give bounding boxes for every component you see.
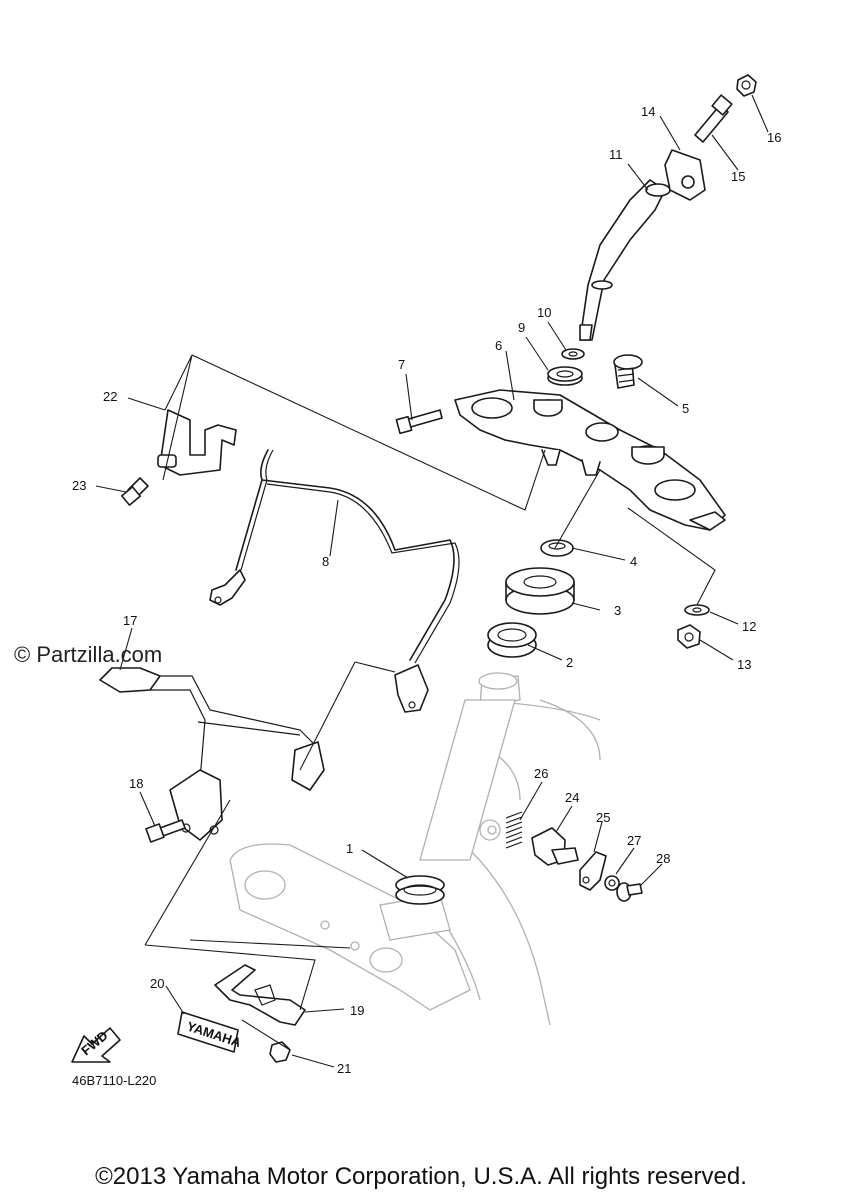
callout-numbers: 1 2 3 4 5 6 7 8 9 10 11 12 13 14 15 16 1… bbox=[72, 104, 781, 1076]
callout-4: 4 bbox=[630, 554, 637, 569]
callout-10: 10 bbox=[537, 305, 551, 320]
washer-10 bbox=[561, 348, 585, 360]
copyright: ©2013 Yamaha Motor Corporation, U.S.A. A… bbox=[95, 1163, 747, 1190]
washer-9 bbox=[547, 366, 583, 386]
spring-26 bbox=[505, 811, 523, 849]
callout-9: 9 bbox=[518, 320, 525, 335]
callout-18: 18 bbox=[129, 776, 143, 791]
diagram-code: 46B7110-L220 bbox=[72, 1073, 157, 1088]
bearing-race-3 bbox=[505, 567, 575, 615]
cable-8 bbox=[209, 449, 460, 713]
bracket-22 bbox=[157, 409, 237, 476]
screw-28 bbox=[616, 882, 643, 902]
bolt-5 bbox=[613, 354, 643, 389]
detent-24 bbox=[531, 827, 579, 866]
upper-bracket bbox=[454, 389, 726, 531]
callout-24: 24 bbox=[565, 790, 579, 805]
callout-15: 15 bbox=[731, 169, 745, 184]
washer-27 bbox=[604, 875, 620, 891]
screw-21 bbox=[269, 1041, 291, 1063]
callout-22: 22 bbox=[103, 389, 117, 404]
callout-20: 20 bbox=[150, 976, 164, 991]
callout-28: 28 bbox=[656, 851, 670, 866]
callout-7: 7 bbox=[398, 357, 405, 372]
callout-14: 14 bbox=[641, 104, 655, 119]
callout-16: 16 bbox=[767, 130, 781, 145]
stay-17 bbox=[99, 667, 325, 841]
lower-bearing bbox=[395, 875, 445, 905]
handlebar-riser-11 bbox=[579, 179, 671, 341]
fwd-arrow-icon: FWD bbox=[71, 1027, 121, 1063]
callout-23: 23 bbox=[72, 478, 86, 493]
callout-leaders bbox=[95, 94, 769, 1068]
screw-23 bbox=[120, 477, 149, 506]
ring-nut-4 bbox=[540, 539, 574, 557]
callout-21: 21 bbox=[337, 1061, 351, 1076]
watermark: © Partzilla.com bbox=[14, 642, 163, 667]
label-20: YAMAHA bbox=[177, 1011, 243, 1053]
clamp-14 bbox=[664, 149, 706, 201]
callout-5: 5 bbox=[682, 401, 689, 416]
bolt-15 bbox=[694, 94, 733, 143]
callout-13: 13 bbox=[737, 657, 751, 672]
callout-8: 8 bbox=[322, 554, 329, 569]
callout-25: 25 bbox=[596, 810, 610, 825]
callout-12: 12 bbox=[742, 619, 756, 634]
nut-13 bbox=[677, 624, 701, 649]
nut-16 bbox=[736, 74, 757, 97]
callout-26: 26 bbox=[534, 766, 548, 781]
callout-1: 1 bbox=[346, 841, 353, 856]
callout-6: 6 bbox=[495, 338, 502, 353]
bolt-7 bbox=[395, 409, 443, 435]
callout-27: 27 bbox=[627, 833, 641, 848]
bearing-2 bbox=[487, 622, 537, 658]
callout-3: 3 bbox=[614, 603, 621, 618]
steering-stem bbox=[229, 672, 521, 1011]
callout-11: 11 bbox=[609, 147, 623, 162]
bracket-19 bbox=[214, 964, 306, 1026]
callout-17: 17 bbox=[123, 613, 137, 628]
washer-12 bbox=[684, 604, 710, 616]
callout-2: 2 bbox=[566, 655, 573, 670]
callout-19: 19 bbox=[350, 1003, 364, 1018]
plate-25 bbox=[579, 851, 607, 891]
bolt-18 bbox=[145, 819, 186, 843]
reference-lines bbox=[144, 354, 716, 1051]
